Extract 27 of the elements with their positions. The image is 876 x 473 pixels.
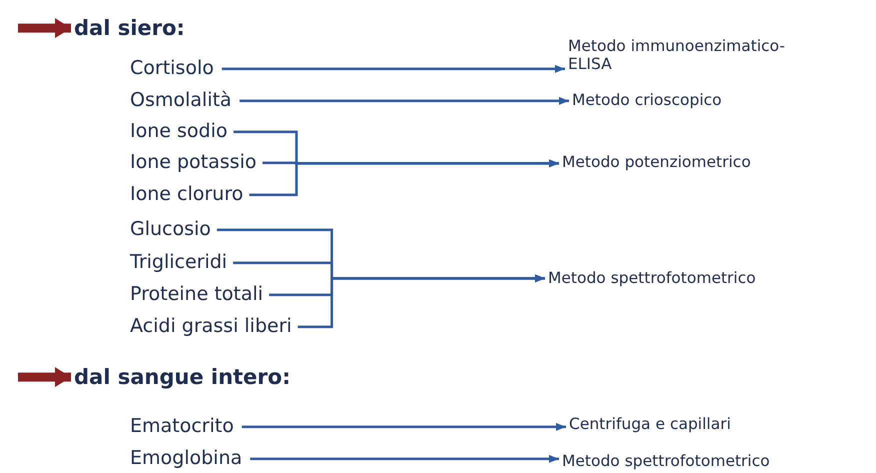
arrow [250,454,559,463]
section-heading: dal siero: [74,16,185,40]
method-label: Centrifuga e capillari [569,416,731,434]
method-label: Metodo spettrofotometrico [548,270,756,288]
arrow [18,18,71,38]
analyte-label: Ione cloruro [130,184,244,206]
analyte-label: Ione potassio [130,152,256,174]
analyte-label: Acidi grassi liberi [130,316,292,338]
method-label: Metodo immunoenzimatico- ELISA [568,38,808,74]
arrow [298,274,545,328]
analyte-label: Glucosio [130,219,211,241]
analyte-label: Proteine totali [130,284,264,306]
method-label: Metodo potenziometrico [562,154,751,172]
method-label: Metodo spettrofotometrico [562,453,770,471]
analyte-label: Ione sodio [130,121,228,143]
analyte-label: Trigliceridi [130,252,228,274]
section-heading: dal sangue intero: [74,365,290,390]
analyte-label: Emoglobina [130,448,242,470]
analyte-label: Ematocrito [130,416,234,438]
analyte-label: Osmolalità [130,90,232,112]
analyte-label: Cortisolo [130,58,214,80]
arrow [18,367,71,388]
arrow [222,64,565,73]
arrow [242,422,566,431]
arrow [240,96,569,105]
arrow [249,159,559,196]
method-label: Metodo crioscopico [572,92,722,110]
